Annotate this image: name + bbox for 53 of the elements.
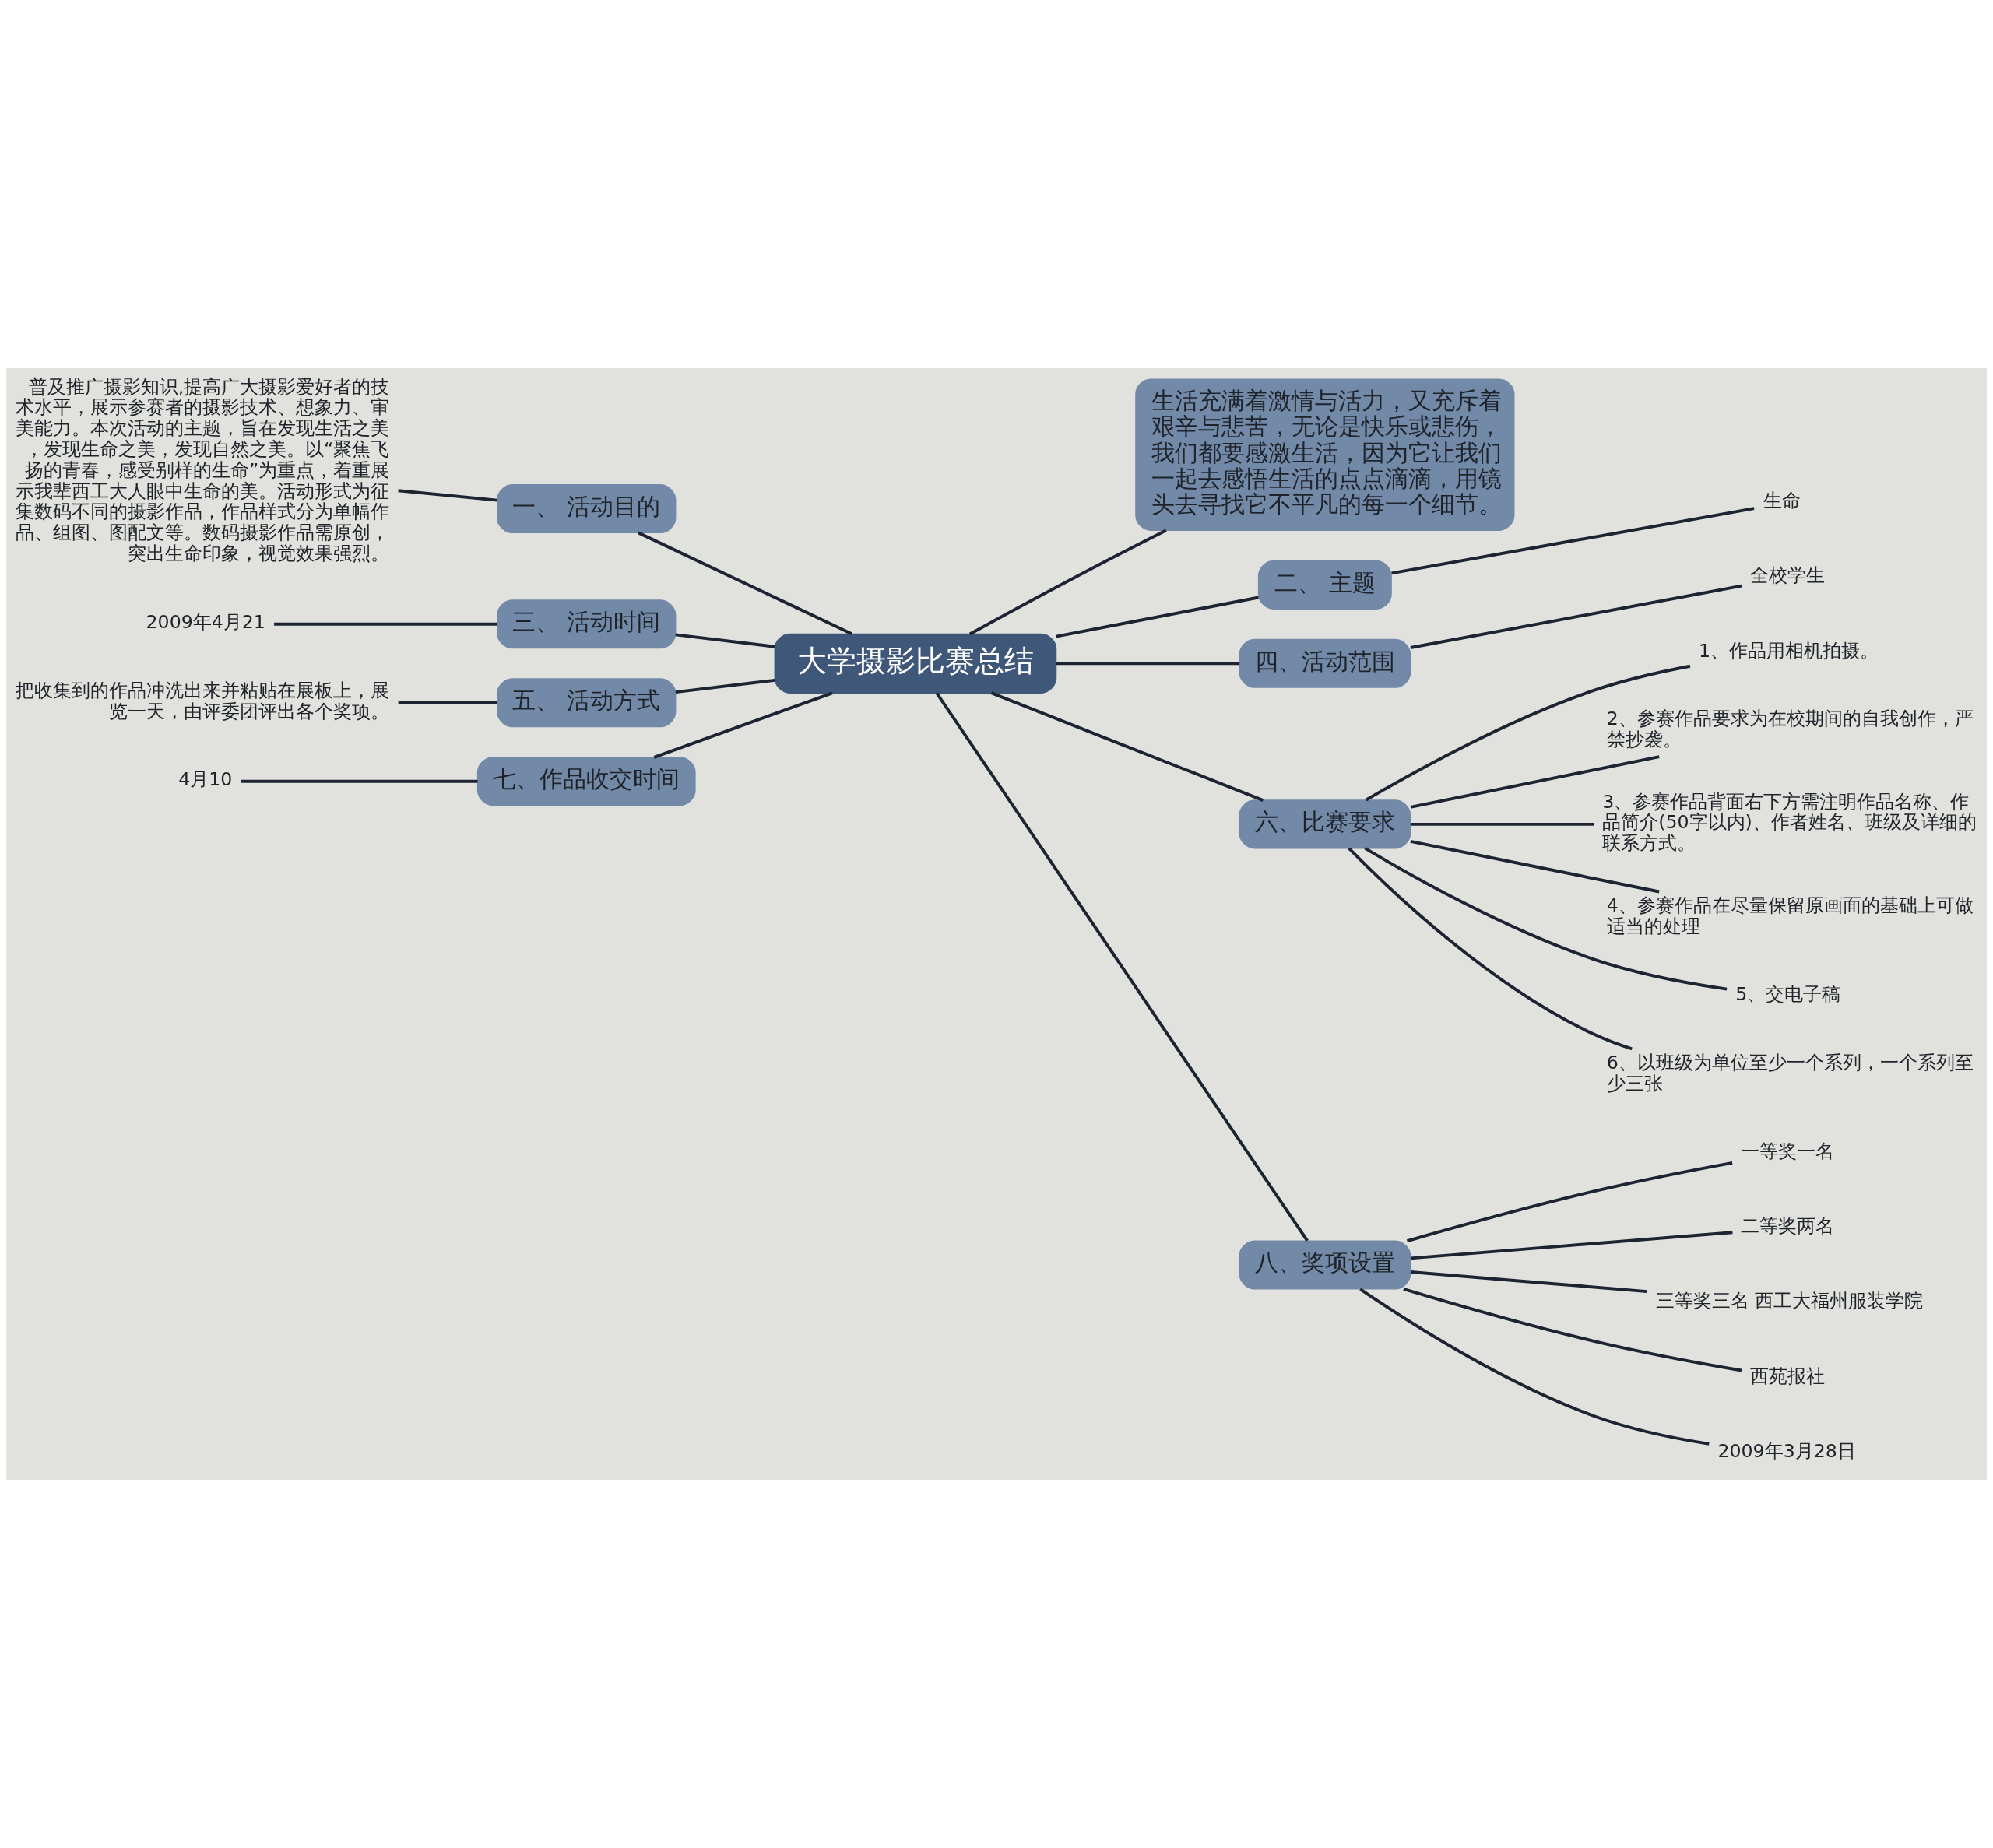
connector [1056,596,1259,638]
node-text: 3、参赛作品背面右下方需注明作品名称、作品简介(50字以内)、作者姓名、班级及详细的联系方式。 [1602,790,1977,855]
node-box: 六、比赛要求 [1239,799,1411,849]
connector [1410,755,1660,809]
node-text: 1、作品用相机拍摄。 [1699,639,1879,662]
node-box: 四、活动范围 [1239,638,1411,688]
connector [1391,507,1755,575]
connector [935,692,1309,1242]
node-text: 一等奖一名 [1741,1140,1835,1163]
connector [1410,822,1594,826]
connector [398,701,497,704]
connector [653,691,833,759]
connector [675,633,775,648]
connector [1348,847,1633,1051]
node-text: 西苑报社 [1750,1365,1826,1387]
node-box: 二、 主题 [1257,560,1392,610]
connector [398,489,497,502]
connector [1410,839,1660,894]
connector [675,678,775,694]
node-text: 生命 [1763,490,1801,512]
node-box: 七、作品收交时间 [476,757,696,806]
connector [1056,662,1240,666]
connector [1365,664,1691,802]
node-box: 八、奖项设置 [1239,1240,1411,1290]
node-text: 三等奖三名 西工大福州服装学院 [1655,1290,1924,1312]
node-box: 大学摄影比赛总结 [774,633,1057,694]
connector [1406,1161,1733,1243]
node-text: 6、以班级为单位至少一个系列，一个系列至少三张 [1606,1051,1974,1094]
connector [968,529,1167,636]
node-text: 4月10 [178,768,233,791]
node-text: 把收集到的作品冲洗出来并粘贴在展板上，展览一天，由评委团评出各个奖项。 [16,679,390,722]
connector [1410,1231,1733,1260]
node-box: 生活充满着激情与活力，又充斥着艰辛与悲苦，无论是快乐或悲伤，我们都要感激生活，因为它让我们一起去感悟生活的点点滴滴，用镜头去寻找它不平凡的每一个细节。 [1135,378,1515,531]
connector [1410,584,1742,649]
node-text: 2009年4月21 [146,611,265,634]
node-text: 2、参赛作品要求为在校期间的自我创作，严禁抄袭。 [1606,708,1974,750]
node-text: 4、参赛作品在尽量保留原画面的基础上可做适当的处理 [1606,894,1974,937]
node-text: 5、交电子稿 [1735,983,1841,1006]
connector [990,691,1264,802]
connector [241,779,478,783]
node-text: 二等奖两名 [1741,1215,1835,1238]
node-text: 2009年3月28日 [1717,1439,1856,1462]
node-box: 一、 活动目的 [497,484,677,534]
connector [1364,846,1728,991]
node-box: 五、 活动方式 [497,678,677,728]
connector [274,622,497,626]
connector [1359,1288,1710,1446]
connector [1410,1270,1647,1294]
node-text: 全校学生 [1750,564,1826,587]
connector [1403,1287,1742,1372]
connector [638,531,852,635]
node-text: 普及推广摄影知识,提高广大摄影爱好者的技术水平，展示参赛者的摄影技术、想象力、审美能力。本次活动的主题，旨在发现生活之美，发现生命之美，发现自然之美。以“聚焦飞扬的青春，感受别样的生命”为重点，着重展示我辈西工大人眼中生命的美。活动形式为征集数码不同的摄影作品，作品样式分为单幅作品、组图、图配文等。数码摄影作品需原创，突出生命印象，视觉效果强烈。 [16,375,390,565]
node-box: 三、 活动时间 [497,599,677,649]
